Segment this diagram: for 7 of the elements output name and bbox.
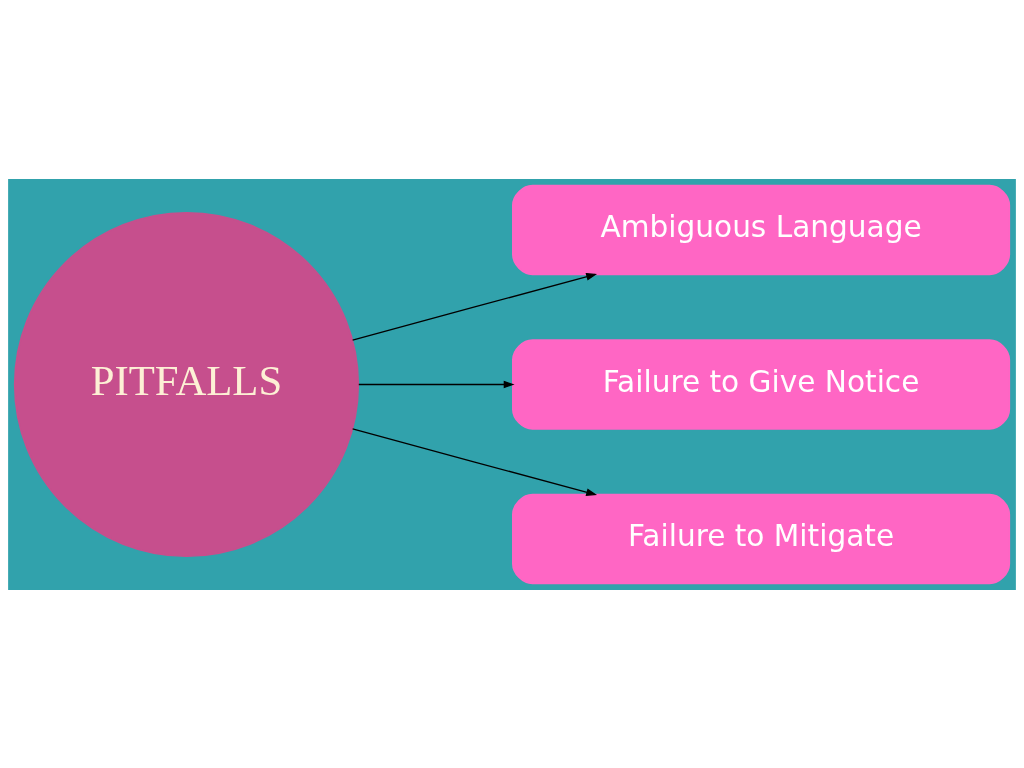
arrow bbox=[358, 380, 515, 388]
node-box: Ambiguous Language bbox=[512, 184, 1011, 275]
arrow bbox=[351, 427, 598, 496]
arrow bbox=[351, 272, 598, 341]
node-box: Failure to Give Notice bbox=[512, 338, 1011, 430]
node-box: Failure to Mitigate bbox=[512, 493, 1011, 584]
node-circle: PITFALLS bbox=[13, 211, 360, 557]
